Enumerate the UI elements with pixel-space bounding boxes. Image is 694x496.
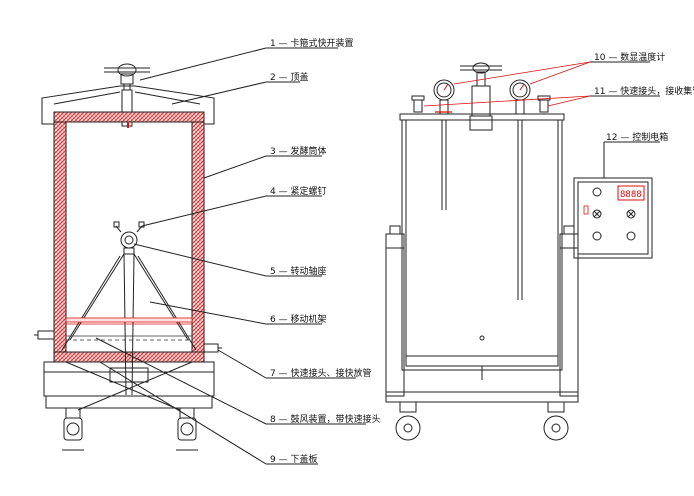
caster-left-1 (62, 407, 84, 451)
fittings-top (411, 95, 551, 113)
callout-6: 6 — 移动机架 (270, 313, 326, 325)
callout-10: 10 — 数显温度计 (594, 51, 665, 63)
label-group-right: 10 — 数显温度计 11 — 快速接头，接收集管气 12 — 控制电箱 (594, 51, 694, 143)
thermometer-gauge-2 (509, 79, 531, 115)
handwheel-left (104, 63, 150, 91)
shaft-seat (113, 221, 145, 255)
caster-right-2 (543, 401, 569, 441)
caster-left-2 (176, 407, 198, 451)
leaders-right (423, 61, 660, 178)
callout-5: 5 — 转动轴座 (270, 265, 326, 277)
callout-11: 11 — 快速接头，接收集管气 (594, 85, 694, 97)
label-group-left: 1 — 卡箍式快开装置 2 — 顶盖 3 — 发酵筒体 4 — 紧定螺钉 5 —… (270, 37, 380, 465)
callout-3: 3 — 发酵筒体 (270, 145, 326, 157)
callout-12: 12 — 控制电箱 (606, 131, 668, 143)
callout-1: 1 — 卡箍式快开装置 (270, 37, 353, 49)
callout-9: 9 — 下盖板 (270, 453, 317, 465)
quick-connector-left (34, 330, 222, 353)
callout-2: 2 — 顶盖 (270, 71, 308, 83)
vessel-body-right (399, 113, 565, 380)
frame-right (385, 247, 579, 403)
right-figure: 8888 (385, 62, 653, 441)
callout-8: 8 — 鼓风装置，带快速接头 (270, 413, 380, 425)
callout-7: 7 — 快速接头、接快放管 (270, 367, 371, 379)
thermometer-gauge-1 (433, 79, 455, 115)
caster-right-1 (395, 401, 421, 441)
control-box: 8888 (573, 177, 653, 259)
callout-4: 4 — 紧定螺钉 (270, 185, 326, 197)
grid-plate (65, 317, 193, 341)
left-figure (34, 63, 222, 451)
base-left (43, 361, 215, 409)
side-trunnions (385, 225, 579, 249)
leaders-left (95, 47, 366, 465)
vessel-wall (53, 111, 205, 363)
moving-frame (61, 253, 197, 411)
panel-display: 8888 (620, 190, 642, 200)
